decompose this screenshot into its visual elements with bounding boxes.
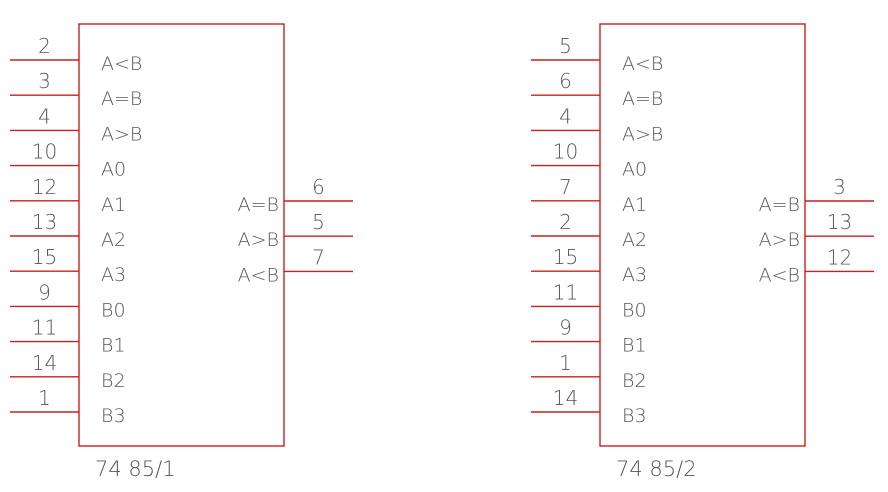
input-pin-number: 5	[559, 34, 572, 58]
input-pin-label: A<B	[101, 53, 142, 75]
input-pin-label: A3	[622, 264, 647, 286]
ic-component: 2A<B3A=B4A>B10A012A113A215A39B011B114B21…	[10, 23, 353, 481]
output-pin-number: 6	[312, 175, 325, 199]
input-pin-label: A<B	[622, 53, 663, 75]
input-pin-number: 14	[553, 386, 578, 410]
input-pin-number: 2	[38, 34, 51, 58]
input-pin-number: 1	[38, 386, 51, 410]
input-pin-number: 10	[32, 140, 57, 164]
component-reference: 74 85/1	[95, 457, 176, 481]
output-pin-number: 13	[827, 210, 852, 234]
output-pin-number: 7	[312, 245, 325, 269]
input-pin-number: 13	[32, 210, 57, 234]
input-pin-number: 12	[32, 175, 57, 199]
input-pin-label: A2	[622, 229, 647, 251]
input-pin-number: 7	[559, 175, 572, 199]
ic-body	[599, 23, 806, 447]
input-pin-label: B2	[622, 370, 647, 392]
input-pin-number: 10	[553, 140, 578, 164]
input-pin-number: 15	[32, 245, 57, 269]
input-pin-number: 4	[559, 104, 572, 128]
component-reference: 74 85/2	[616, 457, 697, 481]
input-pin-number: 4	[38, 104, 51, 128]
ic-body	[78, 23, 285, 447]
input-pin-label: B0	[101, 299, 126, 321]
output-pin-label: A>B	[238, 229, 279, 251]
input-pin-label: B3	[622, 405, 647, 427]
input-pin-number: 11	[553, 280, 578, 304]
input-pin-label: A2	[101, 229, 126, 251]
input-pin-label: A0	[622, 159, 647, 181]
input-pin-label: A=B	[101, 88, 142, 110]
input-pin-label: A>B	[101, 123, 142, 145]
input-pin-number: 11	[32, 316, 57, 340]
input-pin-number: 6	[559, 69, 572, 93]
output-pin-label: A<B	[238, 264, 279, 286]
input-pin-label: A=B	[622, 88, 663, 110]
input-pin-label: A3	[101, 264, 126, 286]
output-pin-label: A>B	[759, 229, 800, 251]
input-pin-label: A1	[622, 194, 647, 216]
input-pin-number: 9	[559, 316, 572, 340]
output-pin-number: 12	[827, 245, 852, 269]
input-pin-label: B2	[101, 370, 126, 392]
input-pin-number: 1	[559, 351, 572, 375]
output-pin-label: A=B	[238, 194, 279, 216]
output-pin-label: A<B	[759, 264, 800, 286]
input-pin-label: B0	[622, 299, 647, 321]
input-pin-number: 15	[553, 245, 578, 269]
input-pin-label: A>B	[622, 123, 663, 145]
input-pin-number: 2	[559, 210, 572, 234]
input-pin-label: B3	[101, 405, 126, 427]
output-pin-number: 5	[312, 210, 325, 234]
output-pin-label: A=B	[759, 194, 800, 216]
input-pin-label: B1	[101, 335, 126, 357]
output-pin-number: 3	[833, 175, 846, 199]
input-pin-label: B1	[622, 335, 647, 357]
input-pin-label: A0	[101, 159, 126, 181]
input-pin-number: 14	[32, 351, 57, 375]
input-pin-label: A1	[101, 194, 126, 216]
input-pin-number: 3	[38, 69, 51, 93]
input-pin-number: 9	[38, 280, 51, 304]
